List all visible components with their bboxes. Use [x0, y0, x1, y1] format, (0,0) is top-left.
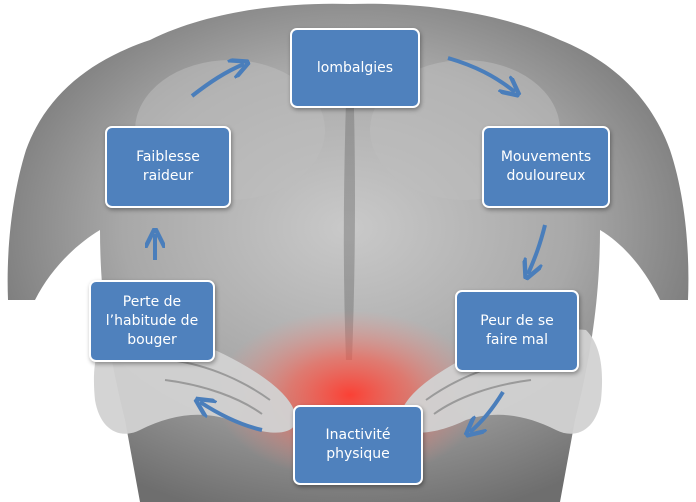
arrow-peur-to-inactivite: [470, 392, 503, 432]
node-mouvements-line-1: Mouvements: [501, 148, 591, 167]
node-faiblesse-line-1: Faiblesse: [136, 148, 200, 167]
arrow-faiblesse-to-lombalgies: [192, 64, 244, 96]
node-peur-line-1: Peur de se: [480, 312, 554, 331]
node-inactivite-physique: Inactivité physique: [293, 405, 423, 485]
node-inactivite-line-2: physique: [326, 445, 391, 464]
node-perte-line-2: l’habitude de: [106, 312, 198, 331]
node-mouvements-douloureux: Mouvements douloureux: [482, 126, 610, 208]
arrow-inactivite-to-perte: [200, 402, 262, 430]
node-perte-line-3: bouger: [106, 331, 198, 350]
node-mouvements-line-2: douloureux: [501, 167, 591, 186]
node-peur-de-se-faire-mal: Peur de se faire mal: [455, 290, 579, 372]
node-inactivite-line-1: Inactivité: [326, 426, 391, 445]
node-faiblesse-line-2: raideur: [136, 167, 200, 186]
node-faiblesse-raideur: Faiblesse raideur: [105, 126, 231, 208]
arrow-lombalgies-to-mouvements: [448, 58, 515, 92]
node-peur-line-2: faire mal: [480, 331, 554, 350]
arrow-mouvements-to-peur: [528, 225, 545, 274]
node-perte-habitude-bouger: Perte de l’habitude de bouger: [89, 280, 215, 362]
node-lombalgies-line: lombalgies: [317, 59, 393, 78]
node-perte-line-1: Perte de: [106, 293, 198, 312]
node-lombalgies: lombalgies: [290, 28, 420, 108]
